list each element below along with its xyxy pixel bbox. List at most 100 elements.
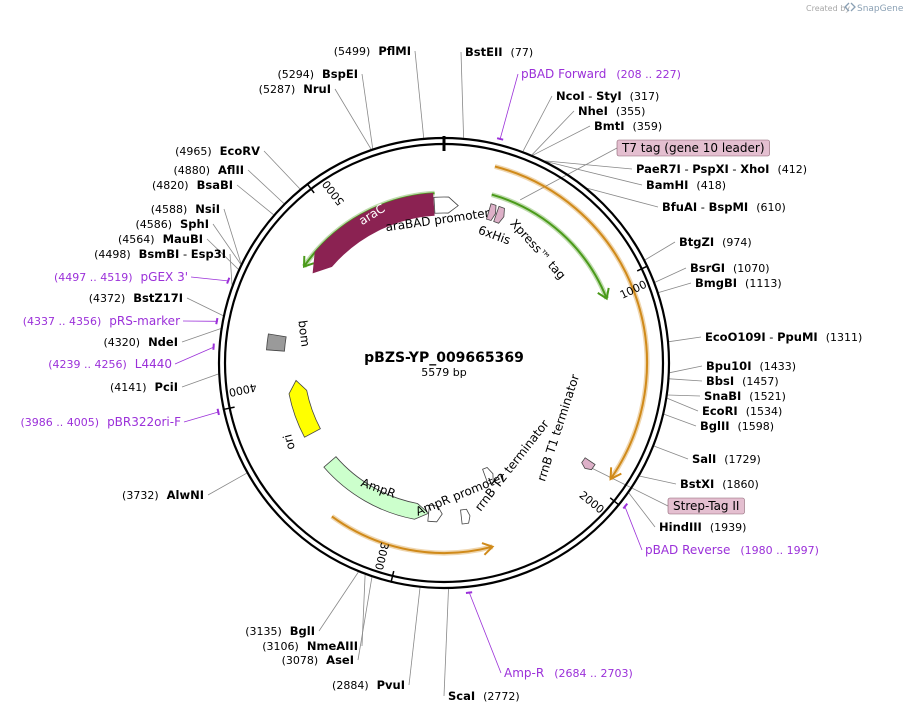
tick-mark [306,182,315,194]
bom-label: bom [295,319,312,347]
svg-text:(4820)BsaBI: (4820)BsaBI [152,178,233,192]
svg-text:NcoI - StyI(317): NcoI - StyI(317) [556,89,659,103]
svg-text:T7 tag (gene 10 leader): T7 tag (gene 10 leader) [621,141,765,155]
svg-text:BfuAI - BspMI(610): BfuAI - BspMI(610) [662,200,786,214]
site-label: (5499)PflMI [334,44,411,58]
svg-text:Amp-R(2684 .. 2703): Amp-R(2684 .. 2703) [504,666,633,680]
svg-text:(3732)AlwNI: (3732)AlwNI [122,488,204,502]
site-label: (4320)NdeI [103,335,178,349]
svg-text:(4564)MauBI: (4564)MauBI [118,232,203,246]
primer-mark [622,503,629,510]
site-label: BfuAI - BspMI(610) [662,200,786,214]
tick-label: 2000 [577,489,607,517]
svg-text:pBAD Forward(208 .. 227): pBAD Forward(208 .. 227) [521,67,681,81]
svg-text:(5499)PflMI: (5499)PflMI [334,44,411,58]
site-label: (4965)EcoRV [175,144,260,158]
svg-text:BstEII(77): BstEII(77) [465,45,533,59]
svg-text:(5287)NruI: (5287)NruI [259,82,331,96]
site-label: (4564)MauBI [118,232,203,246]
rrnb-t1-shape [482,466,494,485]
ori-label: ori [280,433,298,452]
rrnb-t2-shape [460,508,471,525]
primer-mark [496,137,504,141]
svg-text:(4880)AflII: (4880)AflII [173,163,244,177]
orf-ampr [330,514,495,556]
svg-text:(4141)PciI: (4141)PciI [110,380,178,394]
site-label: (4372)BstZ17I [89,291,183,305]
primer-label: (4337 .. 4356)pRS-marker [23,314,219,328]
arabad-promoter-arrow [433,196,459,214]
tick-mark [636,265,649,272]
svg-text:SnaBI(1521): SnaBI(1521) [704,389,786,403]
site-label: (4588)NsiI [151,202,220,216]
tag-label: T7 tag (gene 10 leader) [616,139,770,157]
site-label: BsrGI(1070) [690,261,770,275]
site-label: SnaBI(1521) [704,389,786,403]
orf-2 [494,164,650,481]
primer-mark [216,408,220,416]
svg-text:ScaI(2772): ScaI(2772) [448,689,520,703]
svg-text:BglII(1598): BglII(1598) [700,419,774,433]
bom-shape [266,333,287,352]
site-label: NheI(355) [578,104,645,118]
snapgene-logo-icon [844,2,856,12]
site-label: BmtI(359) [594,119,662,133]
orf-1 [491,192,610,301]
tick-label: 4000 [228,380,258,398]
credit-text: Created by [806,4,850,13]
primer-label: (3986 .. 4005)pBR322ori-F [21,408,220,429]
site-label: (4141)PciI [110,380,178,394]
tick-label: 5000 [320,178,347,208]
primer-label: (4239 .. 4256)L4440 [48,343,215,371]
site-label: ScaI(2772) [448,689,520,703]
svg-text:(3135)BglI: (3135)BglI [245,624,315,638]
site-label: NcoI - StyI(317) [556,89,659,103]
svg-text:HindIII(1939): HindIII(1939) [659,520,746,534]
primer-label: pBAD Forward(208 .. 227) [496,67,681,141]
site-label: PaeR7I - PspXI - XhoI(412) [636,162,807,176]
site-label: (4820)BsaBI [152,178,233,192]
site-label: (4880)AflII [173,163,244,177]
site-label: EcoO109I - PpuMI(1311) [705,330,862,344]
svg-text:BmtI(359): BmtI(359) [594,119,662,133]
xpress-tag-label: Xpress™ tag [507,216,568,282]
site-label: (5287)NruI [259,82,331,96]
strep-tag-shape [581,457,596,471]
primer-mark [215,317,219,325]
site-label: BstXI(1860) [680,477,759,491]
his-tag-shape [485,203,497,222]
plasmid-length: 5579 bp [421,366,466,379]
site-label: HindIII(1939) [659,520,746,534]
site-label: EcoRI(1534) [702,404,782,418]
svg-text:BmgBI(1113): BmgBI(1113) [695,276,782,290]
site-label: (4586)SphI [135,217,209,231]
site-label: BtgZI(974) [679,235,752,249]
tick-label: 1000 [618,278,649,302]
primer-label: pBAD Reverse(1980 .. 1997) [622,503,819,557]
svg-text:pBAD Reverse(1980 .. 1997): pBAD Reverse(1980 .. 1997) [645,543,819,557]
svg-text:(4372)BstZ17I: (4372)BstZ17I [89,291,183,305]
svg-text:(4965)EcoRV: (4965)EcoRV [175,144,260,158]
tick-mark [609,497,620,506]
tag-label: Strep-Tag II [667,497,745,515]
svg-text:(3106)NmeAIII: (3106)NmeAIII [262,639,358,653]
ampr-arrow [323,456,430,520]
site-label: BbsI(1457) [706,374,779,388]
site-label: BstEII(77) [465,45,533,59]
primer-mark [465,591,473,594]
svg-text:EcoRI(1534): EcoRI(1534) [702,404,782,418]
svg-text:BstXI(1860): BstXI(1860) [680,477,759,491]
site-label: (3135)BglI [245,624,315,638]
site-label: BmgBI(1113) [695,276,782,290]
site-label: (2884)PvuI [332,678,405,692]
label-leader-lines [174,50,703,697]
svg-text:(5294)BspEI: (5294)BspEI [277,67,358,81]
feature-shapes [266,192,596,525]
svg-text:(4588)NsiI: (4588)NsiI [151,202,220,216]
site-label: BglII(1598) [700,419,774,433]
svg-text:Bpu10I(1433): Bpu10I(1433) [706,359,796,373]
tick-mark [222,406,235,411]
svg-text:(3986 .. 4005)pBR322ori-F: (3986 .. 4005)pBR322ori-F [21,415,182,429]
svg-text:(2884)PvuI: (2884)PvuI [332,678,405,692]
